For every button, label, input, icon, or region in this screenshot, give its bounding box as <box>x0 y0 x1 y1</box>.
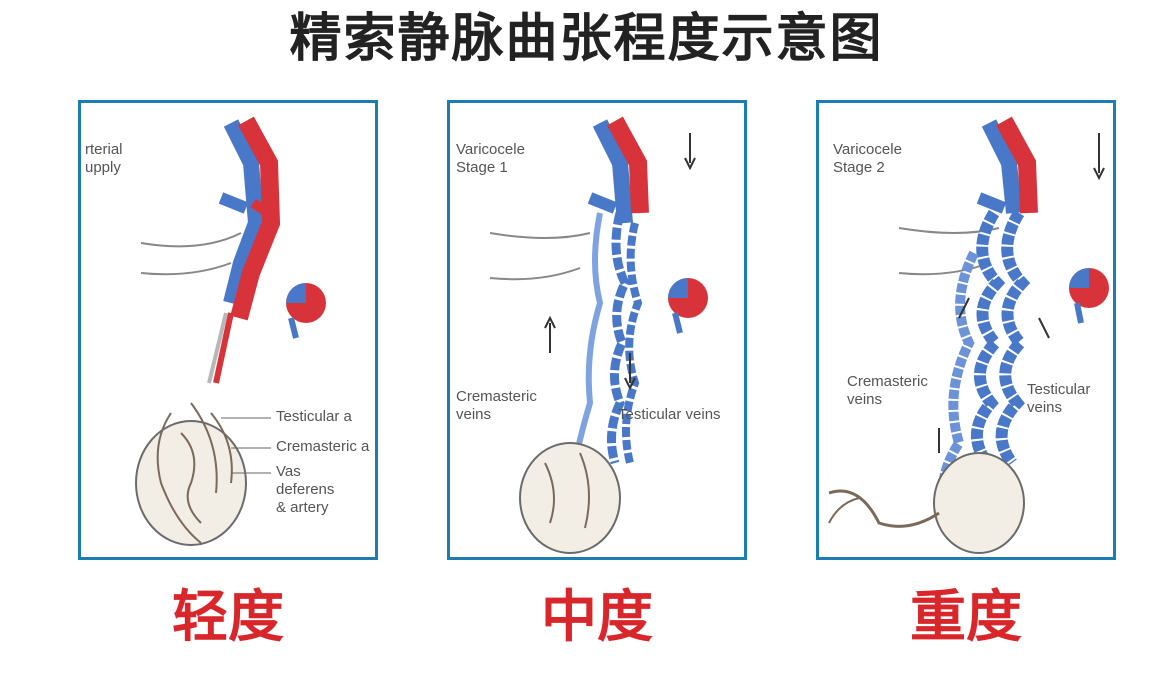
panel-heading: Varicocele Stage 1 <box>456 141 525 176</box>
anatomy-illustration-moderate <box>489 116 708 554</box>
label-cremasteric-artery: Cremasteric a <box>276 438 370 455</box>
panel-heading: Varicocele Stage 2 <box>833 141 902 176</box>
label-testicular-artery: Testicular a <box>276 408 352 425</box>
anatomy-illustration-mild <box>135 116 326 546</box>
label-testicular-veins: Testicular veins <box>1027 381 1091 416</box>
grade-label-moderate: 中度 <box>541 585 653 650</box>
panel-moderate: Varicocele Stage 1 Cremasteric veins Tes… <box>447 100 747 560</box>
anatomy-illustration-severe <box>828 116 1109 554</box>
diagram-title: 精索静脉曲张程度示意图 <box>289 9 884 69</box>
panel-mild: rterial upply Testicular a Cremasteric a… <box>78 100 378 560</box>
label-cremasteric-veins: Cremasteric veins <box>456 388 537 423</box>
label-vas-deferens: Vas deferens & artery <box>276 463 335 516</box>
grade-label-severe: 重度 <box>910 585 1022 650</box>
grade-label-mild: 轻度 <box>172 585 284 650</box>
panel-severe: Varicocele Stage 2 Cremasteric veins Tes… <box>816 100 1116 560</box>
label-testicular-veins: Testicular veins <box>618 406 721 423</box>
label-cremasteric-veins: Cremasteric veins <box>847 373 928 408</box>
panel-heading: rterial upply <box>85 141 123 176</box>
